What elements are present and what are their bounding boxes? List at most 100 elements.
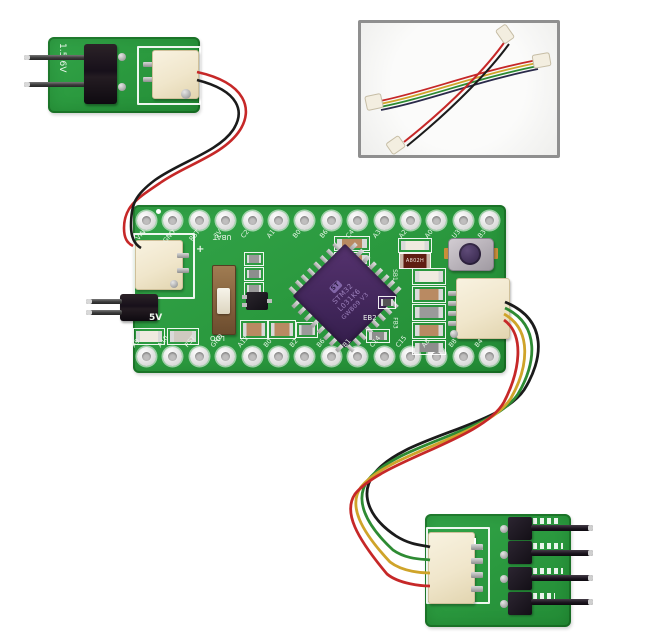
through-hole: A2 bbox=[397, 211, 420, 240]
chip-pin bbox=[352, 337, 361, 347]
solder-joint bbox=[500, 551, 508, 559]
chip-pin bbox=[303, 312, 313, 322]
reset-button-cap bbox=[459, 243, 481, 265]
jumper-label-sb1: SB1 bbox=[390, 269, 398, 281]
connector-pin bbox=[177, 253, 189, 258]
header-pin-long bbox=[531, 525, 593, 531]
through-hole: RST bbox=[187, 211, 209, 243]
header-pin-long bbox=[531, 550, 593, 556]
pin-silkscreen-text bbox=[533, 543, 563, 549]
through-hole: C4 bbox=[344, 211, 368, 240]
connector-pin bbox=[448, 291, 460, 296]
header-pin-long bbox=[531, 599, 593, 605]
through-hole: B6 bbox=[315, 337, 341, 366]
through-hole: B3 bbox=[476, 211, 500, 240]
polyfuse: A802H bbox=[399, 253, 431, 269]
smd-resistor bbox=[398, 238, 432, 253]
jst-socket bbox=[152, 50, 199, 99]
through-hole: B8 bbox=[447, 337, 473, 366]
smd-resistor bbox=[412, 286, 446, 303]
button-contact bbox=[444, 248, 449, 259]
connector-pin bbox=[471, 572, 483, 578]
pin-label: B2 bbox=[288, 337, 300, 349]
polarity-label: + bbox=[196, 244, 205, 255]
pin-label: B4 bbox=[472, 337, 485, 349]
battery-adapter-board: 1.5-6V bbox=[24, 37, 201, 113]
pin-label: B0 bbox=[261, 337, 274, 349]
smd-resistor bbox=[412, 268, 446, 285]
chip-pin bbox=[297, 306, 307, 316]
smd-resistor bbox=[412, 304, 446, 321]
data-jst-socket bbox=[456, 278, 510, 339]
through-hole: A0 bbox=[423, 211, 447, 240]
solder-joint bbox=[118, 53, 126, 61]
transistor bbox=[242, 292, 272, 310]
solder-joint bbox=[170, 280, 178, 288]
chip-pin bbox=[291, 300, 300, 309]
fuse-marking: A802H bbox=[405, 258, 425, 264]
pin-silkscreen-text bbox=[533, 568, 563, 574]
through-hole: 3V bbox=[212, 211, 236, 240]
jumper-label-eb2: EB2 bbox=[363, 314, 377, 322]
pin-label: A3 bbox=[370, 228, 383, 240]
through-hole: B2 bbox=[288, 337, 315, 366]
smd-resistor bbox=[412, 322, 446, 339]
supply-label: 5V bbox=[149, 313, 163, 323]
through-hole: GND bbox=[209, 332, 236, 366]
pin-label: B0 bbox=[291, 228, 304, 240]
connector-pin bbox=[471, 544, 483, 550]
pin-header-block bbox=[508, 592, 532, 615]
pin-label: A1 bbox=[265, 228, 277, 240]
smd-capacitor bbox=[268, 320, 296, 339]
through-hole: A1 bbox=[265, 211, 288, 240]
through-hole: GND bbox=[162, 211, 183, 245]
chip-pin bbox=[377, 312, 387, 322]
header-pin bbox=[24, 82, 86, 87]
through-hole: B0 bbox=[291, 211, 315, 240]
chip-pin bbox=[322, 331, 332, 341]
pin-label: C15 bbox=[393, 334, 409, 349]
through-hole: B0 bbox=[262, 337, 288, 366]
header-pin bbox=[24, 55, 86, 60]
through-hole: A3 bbox=[371, 211, 394, 240]
through-hole: A10 bbox=[156, 334, 183, 366]
header-pin-long bbox=[531, 575, 593, 581]
black-header bbox=[120, 294, 158, 321]
solder-joint bbox=[181, 89, 191, 99]
chip-pin bbox=[393, 286, 402, 295]
jst-socket bbox=[428, 532, 475, 604]
connector-pin bbox=[471, 586, 483, 592]
chip-pin bbox=[374, 267, 383, 276]
black-connector bbox=[84, 44, 117, 104]
pin-silkscreen-text bbox=[533, 518, 559, 524]
pin-label: A12 bbox=[235, 334, 250, 349]
through-hole: U3 bbox=[450, 211, 473, 240]
pin-header-block bbox=[508, 517, 532, 540]
through-hole: B6 bbox=[318, 211, 341, 240]
smd-resistor bbox=[378, 296, 396, 309]
chip-pin bbox=[380, 273, 390, 283]
header-pin bbox=[86, 310, 122, 315]
switch-slider bbox=[217, 288, 230, 314]
through-hole: A9 bbox=[130, 337, 156, 366]
through-hole: A12 bbox=[235, 334, 262, 366]
chip-pin bbox=[386, 280, 396, 289]
smd-capacitor bbox=[244, 267, 264, 281]
breakout-board bbox=[425, 514, 593, 627]
through-hole: C2 bbox=[239, 211, 262, 240]
connector-pin bbox=[143, 62, 153, 67]
solder-joint bbox=[500, 525, 508, 533]
through-hole: C14 bbox=[367, 334, 394, 366]
smd-capacitor bbox=[244, 252, 264, 266]
connector-pin bbox=[471, 558, 483, 564]
solder-joint bbox=[118, 83, 126, 91]
solder-joint bbox=[500, 575, 508, 583]
led bbox=[167, 328, 199, 345]
pin-silkscreen-text bbox=[533, 593, 555, 599]
through-hole: B4 bbox=[473, 337, 500, 366]
cable-inset-photo bbox=[358, 20, 560, 158]
header-pin bbox=[86, 299, 122, 304]
pin-label: B8 bbox=[446, 337, 459, 349]
